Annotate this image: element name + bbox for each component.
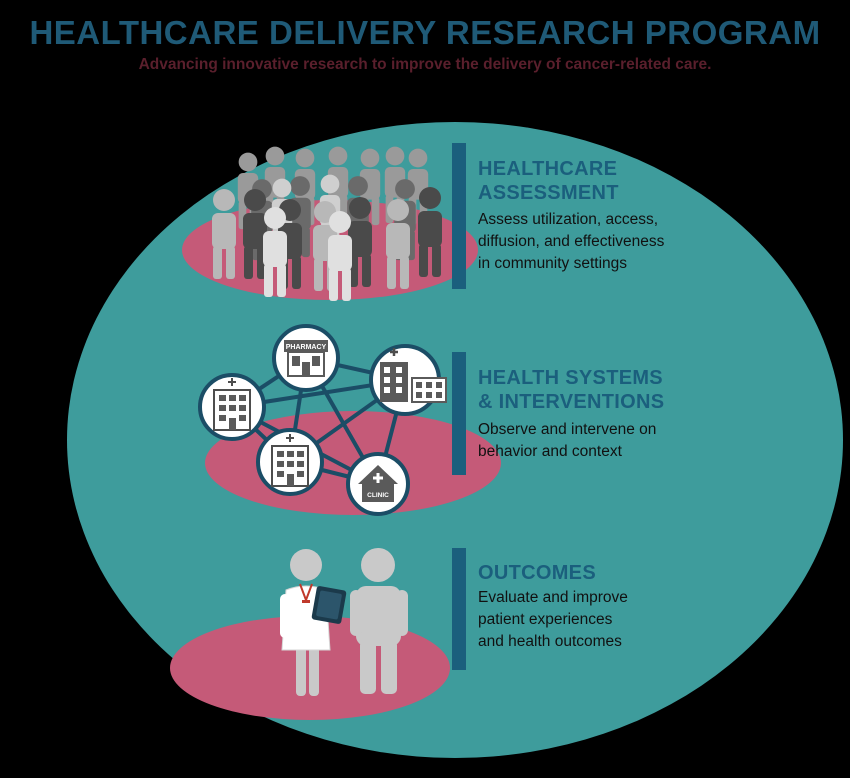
- hospital-icon: [198, 373, 266, 441]
- patient-figure: [350, 548, 408, 694]
- description-line: Assess utilization, access,: [478, 211, 659, 228]
- pharmacy-label: PHARMACY: [286, 344, 327, 351]
- heading-line: HEALTHCARE: [478, 158, 618, 180]
- description-line: diffusion, and effectiveness: [478, 233, 665, 250]
- network-icon: PHARMACY: [198, 324, 447, 516]
- doctor-figure: [280, 549, 347, 696]
- section-description-outcomes: Evaluate and improve patient experiences…: [478, 587, 628, 653]
- section-divider-bar: [452, 548, 466, 670]
- page-title: HEALTHCARE DELIVERY RESEARCH PROGRAM: [29, 14, 821, 51]
- description-line: Observe and intervene on: [478, 421, 657, 438]
- heading-line: ASSESSMENT: [478, 182, 619, 204]
- section-heading-systems: HEALTH SYSTEMS & INTERVENTIONS: [478, 366, 664, 414]
- section-description-systems: Observe and intervene on behavior and co…: [478, 419, 656, 463]
- section-description-assessment: Assess utilization, access, diffusion, a…: [478, 209, 664, 275]
- medical-center-icon: [369, 344, 447, 416]
- hospital-icon: [256, 428, 324, 496]
- clinic-icon: CLINIC: [346, 452, 410, 516]
- section-divider-bar: [452, 352, 466, 475]
- section-divider-bar: [452, 143, 466, 289]
- description-line: and health outcomes: [478, 633, 622, 650]
- heading-line: OUTCOMES: [478, 562, 596, 584]
- description-line: behavior and context: [478, 443, 622, 460]
- description-line: patient experiences: [478, 611, 613, 628]
- clinic-label: CLINIC: [367, 492, 389, 499]
- section-heading-assessment: HEALTHCARE ASSESSMENT: [478, 157, 619, 205]
- description-line: in community settings: [478, 255, 628, 272]
- heading-line: & INTERVENTIONS: [478, 391, 665, 413]
- pharmacy-icon: PHARMACY: [272, 324, 340, 392]
- doctor-patient-icon: [280, 548, 408, 696]
- page-subtitle: Advancing innovative research to improve…: [138, 56, 712, 73]
- section-heading-outcomes: OUTCOMES: [478, 561, 596, 585]
- heading-line: HEALTH SYSTEMS: [478, 367, 663, 389]
- description-line: Evaluate and improve: [478, 589, 628, 606]
